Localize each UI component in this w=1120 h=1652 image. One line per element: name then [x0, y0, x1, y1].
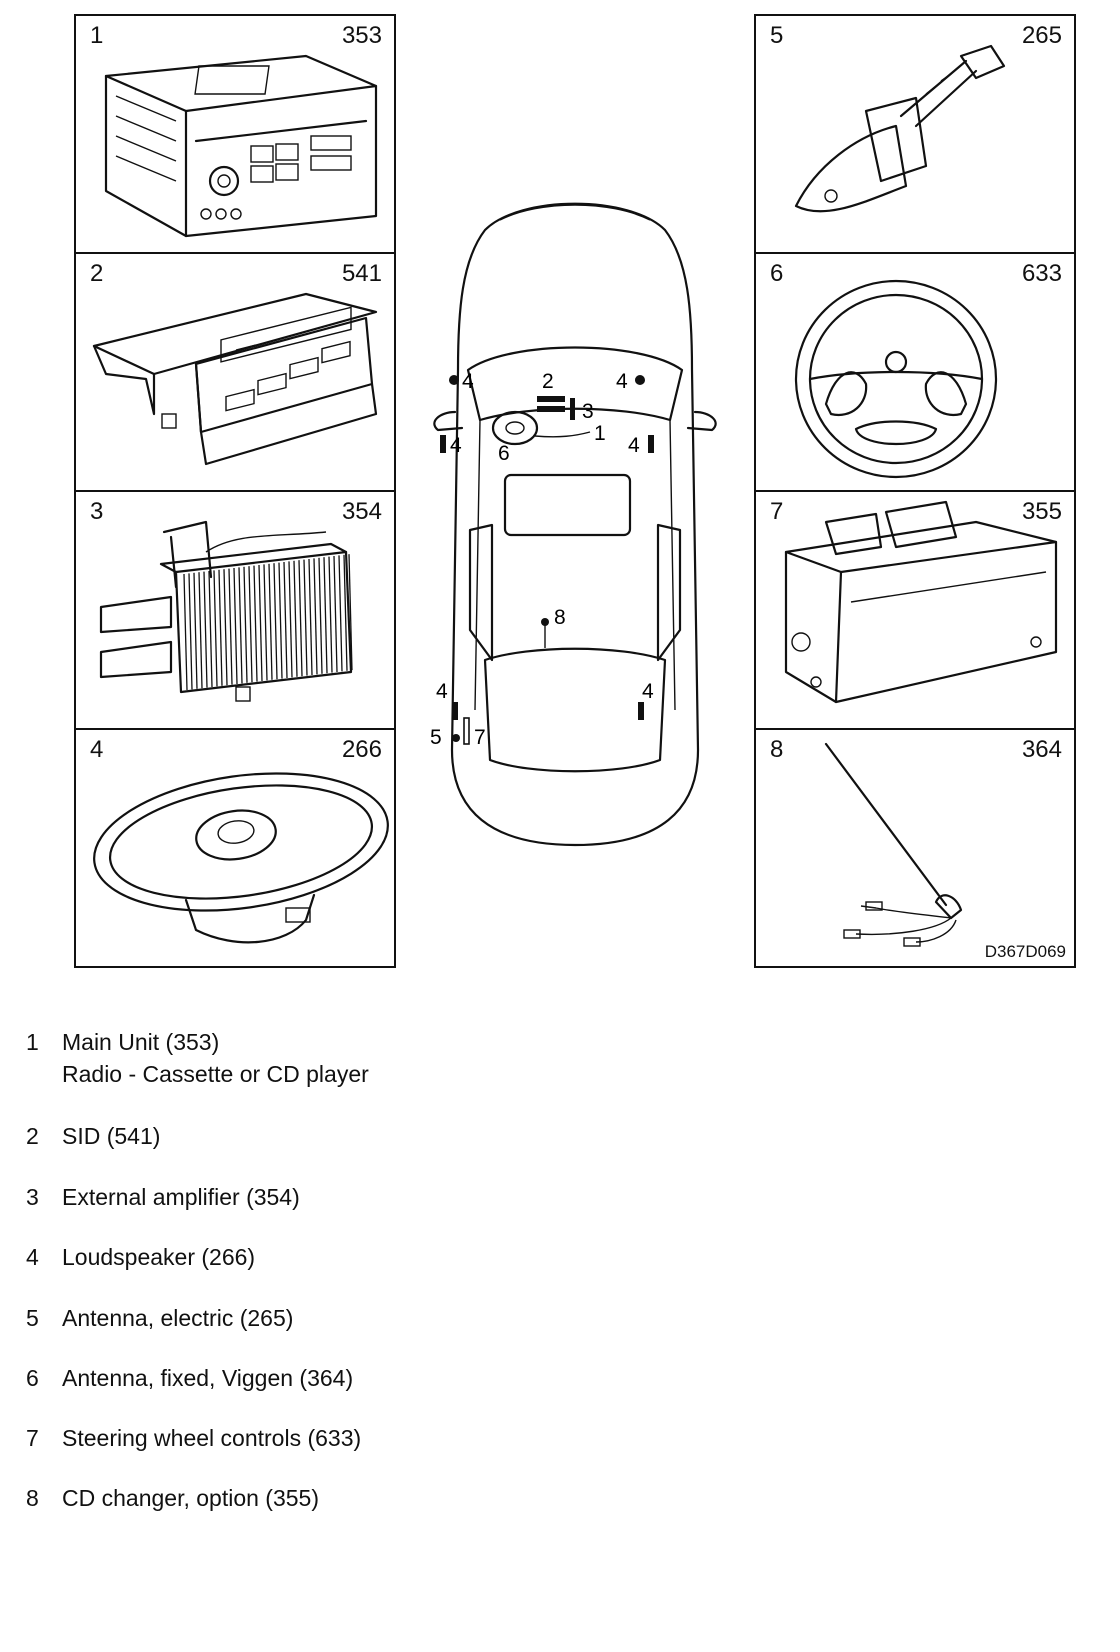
panel-number: 1: [90, 22, 104, 49]
car-label: 6: [498, 442, 510, 465]
panel-part-code: 354: [341, 498, 382, 525]
car-label: 4: [462, 370, 474, 393]
car-label: 3: [582, 400, 594, 423]
legend-text: Antenna, fixed, Viggen (364): [62, 1365, 354, 1391]
panel-part-code: 541: [341, 260, 382, 287]
car-label: 2: [542, 370, 554, 393]
car-label: 1: [594, 422, 606, 445]
car-top-view: 4 4 4 4 4 4 2 3 1 6 8 5 7: [430, 202, 717, 847]
legend-number: 1: [26, 1029, 39, 1055]
legend-number: 8: [26, 1485, 39, 1511]
panel-number: 7: [770, 498, 784, 525]
legend-text: Steering wheel controls (633): [62, 1425, 362, 1451]
panel-sid: 2 541: [74, 252, 396, 492]
speaker-marker: [635, 375, 645, 385]
car-label: 7: [474, 726, 486, 749]
panel-part-code: 266: [341, 736, 382, 763]
legend-number: 4: [26, 1244, 39, 1270]
steering-wheel-icon: [794, 279, 998, 479]
panel-part-code: 633: [1021, 260, 1062, 287]
panel-part-code: 353: [341, 22, 382, 49]
cd-changer-marker: [463, 717, 470, 745]
panel-number: 2: [90, 260, 104, 287]
panel-part-code: 355: [1021, 498, 1062, 525]
sid-display-icon: [92, 292, 378, 466]
speaker-marker: [440, 435, 446, 453]
panel-main-unit: 1 353: [74, 14, 396, 254]
legend-text: Loudspeaker (266): [62, 1244, 256, 1270]
legend-number: 5: [26, 1305, 39, 1331]
car-label: 4: [436, 680, 448, 703]
fixed-antenna-icon: [824, 742, 963, 947]
legend-text: CD changer, option (355): [62, 1485, 319, 1511]
legend-text: Main Unit (353): [62, 1029, 220, 1055]
speaker-marker: [648, 435, 654, 453]
legend-number: 7: [26, 1425, 39, 1451]
sid-marker: [537, 396, 565, 402]
legend-number: 6: [26, 1365, 39, 1391]
panel-part-code: 265: [1021, 22, 1062, 49]
legend-text: Radio - Cassette or CD player: [62, 1061, 369, 1087]
speaker-marker: [449, 375, 459, 385]
panel-part-code: 364: [1021, 736, 1062, 763]
panel-electric-antenna: 5 265: [754, 14, 1076, 254]
car-label: 8: [554, 606, 566, 629]
legend-number: 2: [26, 1123, 39, 1149]
panel-number: 5: [770, 22, 784, 49]
loudspeaker-icon: [93, 772, 389, 944]
panel-loudspeaker: 4 266: [74, 728, 396, 968]
amplifier-icon: [99, 520, 353, 702]
panel-amplifier: 3 354: [74, 490, 396, 730]
speaker-marker: [638, 702, 644, 720]
panel-number: 3: [90, 498, 104, 525]
legend-text: SID (541): [62, 1123, 161, 1149]
legend-text: Antenna, electric (265): [62, 1305, 294, 1331]
speaker-marker: [452, 702, 458, 720]
car-label: 4: [628, 434, 640, 457]
electric-antenna-icon: [794, 44, 1006, 213]
legend-number: 3: [26, 1184, 39, 1210]
radio-unit-icon: [104, 54, 378, 238]
panel-cd-changer: 7 355: [754, 490, 1076, 730]
car-label: 4: [450, 434, 462, 457]
panel-fixed-antenna: 8 364 D367D069: [754, 728, 1076, 968]
amplifier-marker: [570, 398, 575, 420]
car-label: 4: [616, 370, 628, 393]
panel-number: 8: [770, 736, 784, 763]
drawing-code: D367D069: [984, 942, 1066, 961]
panel-number: 6: [770, 260, 784, 287]
cd-changer-icon: [784, 500, 1058, 704]
car-label: 5: [430, 726, 442, 749]
panel-steering-wheel: 6 633: [754, 252, 1076, 492]
electric-antenna-marker: [452, 734, 460, 742]
car-label: 4: [642, 680, 654, 703]
panel-number: 4: [90, 736, 104, 763]
legend-text: External amplifier (354): [62, 1184, 300, 1210]
